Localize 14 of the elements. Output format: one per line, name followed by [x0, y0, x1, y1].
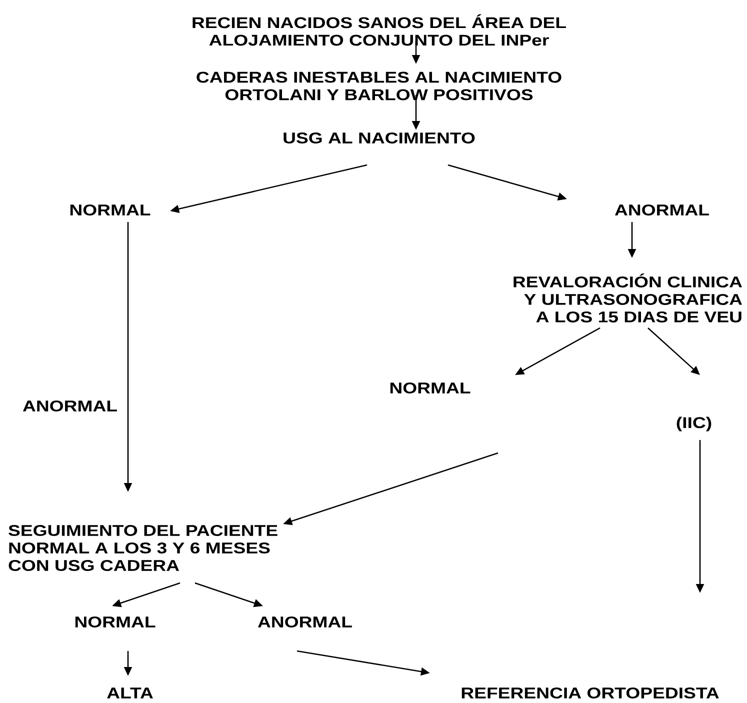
- step-text: ANORMAL: [258, 616, 352, 628]
- step-text: USG AL NACIMIENTO: [284, 132, 475, 144]
- step-text: ANORMAL: [614, 204, 709, 216]
- step-text: ALTA: [107, 688, 153, 698]
- step-text: RECIEN NACIDOS SANOS DEL ÁREA DEL ALOJAMIENTO CONJUNTO DEL INPer: [192, 14, 566, 46]
- step-text: NORMAL: [390, 382, 470, 394]
- step-text: SEGUIMIENTO DEL PACIENTE NORMAL A LOS 3 Y 6 MESES CON USG CADERA: [8, 525, 278, 571]
- edge-label: ANORMAL: [21, 400, 119, 412]
- step-text: NORMAL: [75, 616, 156, 628]
- step-text: (IIC): [676, 416, 712, 432]
- step-text: REFERENCIA ORTOPEDISTA: [462, 688, 719, 698]
- step-text: REVALORACIÓN CLINICA Y ULTRASONOGRAFICA A LOS 15 DIAS DE VEU: [514, 274, 742, 322]
- step-text: CADERAS INESTABLES AL NACIMIENTO ORTOLANI Y BARLOW POSITIVOS: [196, 72, 562, 100]
- step-text: NORMAL: [70, 204, 150, 216]
